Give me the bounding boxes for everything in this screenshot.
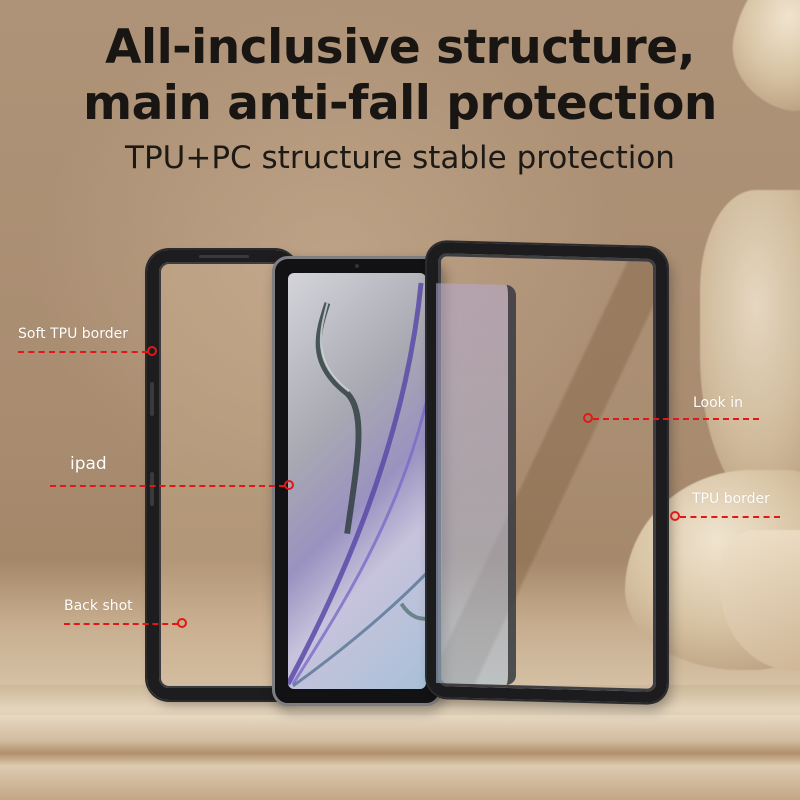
callout-dot-ipad xyxy=(284,480,294,490)
side-button-cover xyxy=(150,382,154,416)
side-button-cover xyxy=(150,472,154,506)
front-frame-case xyxy=(427,241,667,704)
callout-dot-soft-tpu-border xyxy=(147,346,157,356)
ipad-device xyxy=(272,256,442,706)
headline: All-inclusive structure, main anti-fall … xyxy=(0,20,800,132)
callout-dot-tpu-border xyxy=(670,511,680,521)
camera-icon xyxy=(355,264,359,268)
callout-line-look-in xyxy=(593,418,759,420)
ipad-screen xyxy=(288,273,426,689)
screen-protector xyxy=(436,283,516,686)
callout-dot-back-shot xyxy=(177,618,187,628)
callout-label-soft-tpu-border: Soft TPU border xyxy=(18,326,128,342)
callout-line-back-shot xyxy=(64,623,178,625)
callout-label-back-shot: Back shot xyxy=(64,598,133,614)
callout-dot-look-in xyxy=(583,413,593,423)
callout-label-ipad: ipad xyxy=(70,454,107,474)
callout-line-tpu-border xyxy=(680,516,780,518)
stone-ledge xyxy=(0,715,800,800)
callout-label-tpu-border: TPU border xyxy=(692,491,770,507)
callout-label-look-in: Look in xyxy=(693,395,744,411)
wallpaper-swirl-icon xyxy=(288,282,426,688)
callout-line-soft-tpu-border xyxy=(18,351,148,353)
back-frame-notch xyxy=(199,255,249,258)
callout-line-ipad xyxy=(50,485,285,487)
subheadline: TPU+PC structure stable protection xyxy=(125,140,675,176)
headline-line-1: All-inclusive structure, xyxy=(105,20,695,75)
headline-line-2: main anti-fall protection xyxy=(83,76,717,131)
